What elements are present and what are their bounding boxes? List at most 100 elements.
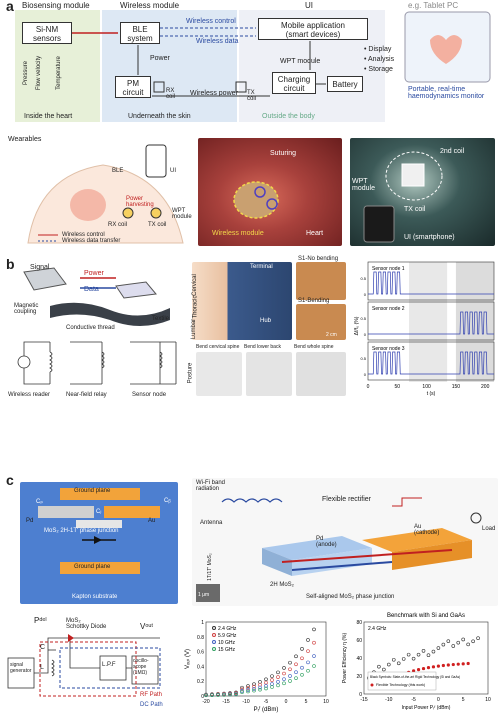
- eff-x-label: Input Power Pᵣᶠ (dBm): [402, 705, 451, 711]
- vout-legend-label: 15 GHz: [218, 647, 235, 653]
- vout-y-tick: 0: [201, 694, 204, 700]
- sensor-shade-a: [409, 262, 447, 382]
- pd-electrode: [38, 506, 94, 518]
- vout-legend-label: 5.9 GHz: [218, 633, 237, 639]
- sensor-y-tick: 0: [364, 292, 367, 297]
- monitor-caption: Portable, real-time haemodynamics monito…: [408, 86, 484, 100]
- eff-rigid-point: [412, 657, 415, 660]
- data-label-b: Data: [84, 286, 99, 293]
- c-label: C: [40, 644, 45, 651]
- device-schematic: [20, 482, 178, 604]
- eff-flexible-point: [432, 665, 435, 668]
- vout-y-tick: 0.6: [197, 650, 204, 656]
- panel-b-label: b: [6, 256, 15, 272]
- au-cathode-label: Au (cathode): [414, 524, 439, 536]
- eff-flexible-point: [422, 667, 425, 670]
- vout-y-tick: 0.8: [197, 635, 204, 641]
- sensor-y-tick: 0.5: [360, 276, 366, 281]
- vout-y-tick: 0.2: [197, 679, 204, 685]
- vout-point: [271, 683, 274, 686]
- relay-circuit: [10, 334, 185, 390]
- eff-rigid-point: [452, 644, 455, 647]
- heart-label: Heart: [306, 230, 323, 237]
- kapton-label: Kapton substrate: [72, 594, 117, 600]
- vout-chart: -20-15-10-5051000.20.40.60.81Pᵣᶠ (dBm)Vₒ…: [184, 616, 334, 714]
- vout-point: [283, 678, 286, 681]
- eff-rigid-point: [382, 668, 385, 671]
- vout-point: [307, 669, 310, 672]
- power-label-b: Power: [84, 270, 104, 277]
- sensor-panel-title: Sensor node 3: [372, 346, 405, 352]
- pdel-label: Pᵈᵉˡ: [34, 616, 47, 625]
- signal-label: Signal: [30, 264, 49, 271]
- vout-x-tick: -5: [264, 699, 269, 705]
- eff-rigid-point: [422, 649, 425, 652]
- bend-whole-label: Bend whole spine: [294, 344, 333, 350]
- magnetic-coupling-label: Magnetic coupling: [14, 303, 38, 315]
- sensor-x-tick: 100: [422, 384, 431, 390]
- body-schematic: [8, 135, 198, 245]
- ground-plane-top-label: Ground plane: [74, 488, 110, 494]
- schottky-label: MoS₂ Schottky Diode: [66, 618, 106, 630]
- heart-schematic: [70, 189, 106, 221]
- dc-path-label: DC Path: [140, 702, 163, 708]
- eff-rigid-point: [387, 663, 390, 666]
- spine-lumbar: Lumbar: [191, 319, 197, 339]
- sensor-y-tick: 0.5: [360, 356, 366, 361]
- vout-legend-marker: [213, 641, 216, 644]
- eff-y-tick: 80: [356, 620, 362, 626]
- ground-plane-bottom-label: Ground plane: [74, 564, 110, 570]
- s1-bending-photo: [296, 304, 346, 340]
- posture-photo-3: [296, 352, 346, 396]
- vout-point: [295, 663, 298, 666]
- sensor-y-tick: 0.5: [360, 316, 366, 321]
- sensor-panel-title: Sensor node 1: [372, 266, 405, 272]
- flexible-rectifier-label: Flexible rectifier: [322, 496, 371, 503]
- rx-coil-small: RX coil: [108, 222, 127, 228]
- vout-point: [295, 671, 298, 674]
- panel-a-arrows: [0, 0, 500, 130]
- phone-icon: [146, 145, 166, 177]
- scale-label: 2 cm: [326, 332, 337, 338]
- vout-x-tick: 5: [305, 699, 308, 705]
- mos2-1t-label: 1T/1T' MoS₂: [207, 553, 213, 581]
- s1-no-bending-photo: [296, 262, 346, 300]
- eff-y-tick: 60: [356, 638, 362, 644]
- vout-point: [307, 661, 310, 664]
- eff-flexible-point: [442, 664, 445, 667]
- vout-point: [259, 688, 262, 691]
- scale-1um-label: 1 μm: [198, 592, 209, 598]
- region-outside: Outside the body: [262, 113, 315, 120]
- junction-label: MoS₂ 2H-1T' phase junction: [44, 528, 119, 534]
- eff-rigid-point: [447, 640, 450, 643]
- diode-icon: [94, 536, 102, 544]
- sensor-y-tick: 0: [364, 372, 367, 377]
- vout-point: [283, 672, 286, 675]
- textile-label: Textile: [152, 316, 169, 322]
- vout-point: [289, 674, 292, 677]
- eff-rigid-point: [477, 637, 480, 640]
- sensor-x-label: t (s): [427, 391, 436, 397]
- eff-title: Benchmark with Si and GaAs: [387, 613, 465, 619]
- pd-label: Pd: [26, 518, 33, 524]
- eff-rigid-point: [392, 658, 395, 661]
- smartphone-icon: [364, 206, 394, 242]
- vout-x-label: Pᵣᶠ (dBm): [254, 706, 279, 713]
- cb-label: Cᵦ: [164, 498, 171, 504]
- vout-point: [271, 686, 274, 689]
- vout-point: [277, 676, 280, 679]
- eff-flexible-point: [427, 666, 430, 669]
- eff-rigid-point: [377, 665, 380, 668]
- vout-point: [295, 677, 298, 680]
- circuit-label-relay: Near-field relay: [66, 392, 107, 398]
- circuit-label-sensor: Sensor node: [132, 392, 166, 398]
- spine-thoracic: Thoracic: [193, 295, 199, 318]
- oscilloscope-label: oscillo- scope (1MΩ): [133, 658, 149, 676]
- sensor-x-tick: 200: [481, 384, 490, 390]
- ui-small-label: UI: [170, 168, 176, 174]
- vout-y-tick: 1: [201, 620, 204, 626]
- vout-legend-marker: [213, 627, 216, 630]
- vout-point: [271, 679, 274, 682]
- vout-point: [289, 679, 292, 682]
- ble-label: BLE: [112, 168, 123, 174]
